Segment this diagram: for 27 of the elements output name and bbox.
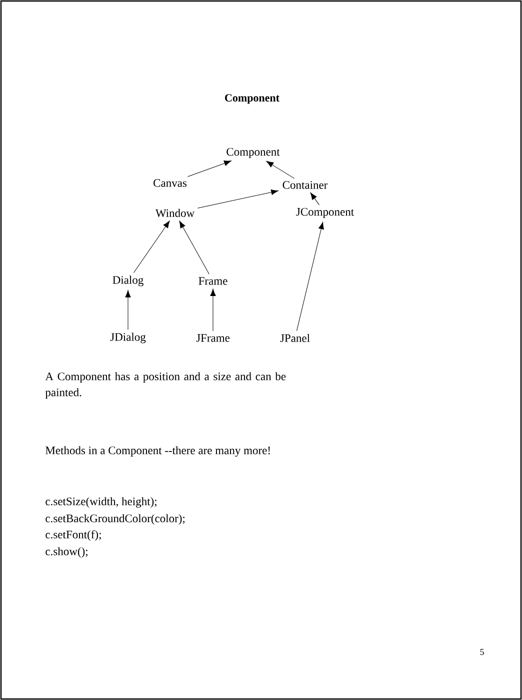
class-name: Component [226, 148, 280, 158]
class-name: Window [155, 208, 195, 218]
class-name: Frame [198, 277, 228, 285]
description-text: A Component has a position and a size and can be painted. [45, 372, 286, 399]
arrow [310, 192, 320, 206]
class-name: Canvas [154, 179, 187, 187]
class-name: Dialog [112, 276, 144, 286]
arrow [187, 160, 232, 177]
class-name: JFrame [196, 334, 230, 342]
arrow [125, 290, 131, 330]
code-line: c.setFont(f); [46, 530, 101, 541]
arrow [266, 161, 295, 179]
arrow [210, 288, 216, 332]
class-name: JPanel [280, 334, 310, 342]
class-name: JDialog [110, 332, 146, 344]
class-name: Container [282, 181, 328, 189]
arrow [179, 220, 210, 274]
code-line: c.show(); [46, 547, 88, 558]
arrow [296, 222, 324, 332]
methods-heading: Methods in a Component --there are many more! [46, 446, 270, 457]
arrow [133, 220, 170, 273]
code-line: c.setSize(width, height); [46, 497, 156, 508]
class-name: JComponent [296, 208, 354, 218]
arrow [198, 189, 278, 208]
page-number: 5 [480, 649, 484, 655]
code-line: c.setBackGroundColor(color); [46, 514, 185, 525]
title: Component [225, 94, 280, 104]
